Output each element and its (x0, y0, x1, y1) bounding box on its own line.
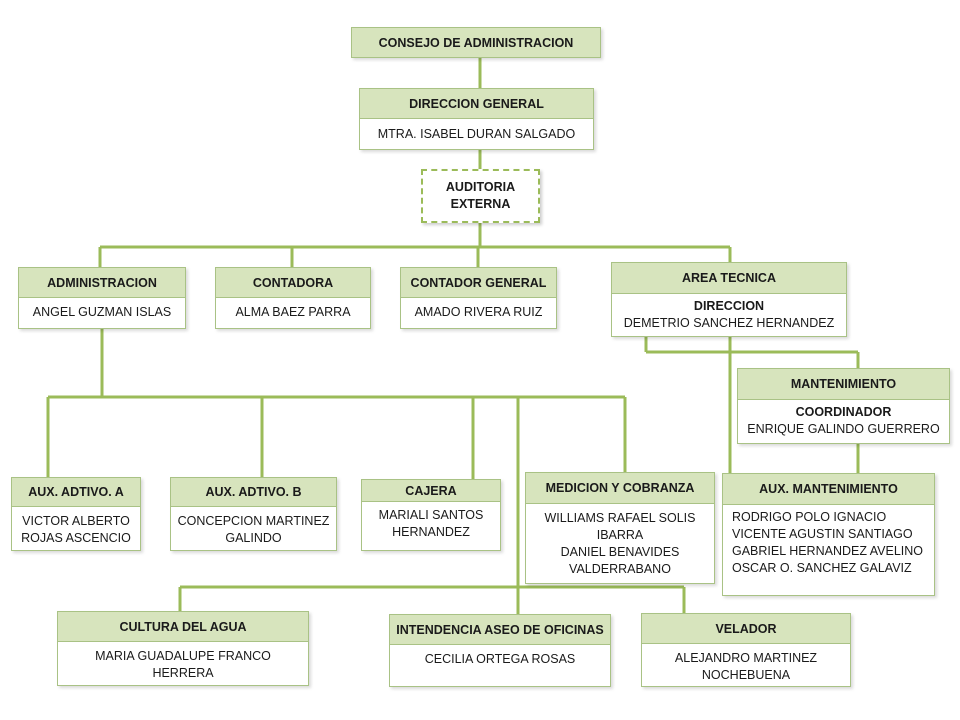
aux-adtivo-a-title: AUX. ADTIVO. A (12, 478, 140, 507)
aux-adtivo-a-line1: VICTOR ALBERTO (22, 514, 130, 528)
administracion-name: ANGEL GUZMAN ISLAS (32, 305, 172, 319)
administracion-title: ADMINISTRACION (19, 268, 185, 298)
cultura-agua-title: CULTURA DEL AGUA (58, 612, 308, 642)
area-tecnica-name: DEMETRIO SANCHEZ HERNANDEZ (623, 316, 835, 330)
medicion-line: IBARRA (596, 528, 644, 542)
auditoria-externa-box: AUDITORIA EXTERNA (421, 169, 540, 223)
consejo-title: CONSEJO DE ADMINISTRACION (378, 35, 574, 50)
auditoria-line2: EXTERNA (450, 197, 511, 211)
administracion-box: ADMINISTRACION ANGEL GUZMAN ISLAS (18, 267, 186, 329)
velador-title: VELADOR (642, 614, 850, 644)
area-tecnica-role: DIRECCION (693, 299, 765, 313)
aux-adtivo-a-line2: ROJAS ASCENCIO (21, 531, 131, 545)
medicion-cobranza-box: MEDICION Y COBRANZA WILLIAMS RAFAEL SOLI… (525, 472, 715, 584)
contador-general-box: CONTADOR GENERAL AMADO RIVERA RUIZ (400, 267, 557, 329)
aux-mantenimiento-name: VICENTE AGUSTIN SANTIAGO (732, 527, 913, 541)
auditoria-line1: AUDITORIA (445, 180, 516, 194)
cajera-line1: MARIALI SANTOS (378, 508, 484, 522)
aux-mantenimiento-name: OSCAR O. SANCHEZ GALAVIZ (732, 561, 912, 575)
aux-adtivo-b-box: AUX. ADTIVO. B CONCEPCION MARTINEZ GALIN… (170, 477, 337, 551)
contadora-title: CONTADORA (216, 268, 370, 298)
cultura-agua-line2: HERRERA (152, 666, 214, 680)
contadora-name: ALMA BAEZ PARRA (235, 305, 351, 319)
contador-general-title: CONTADOR GENERAL (401, 268, 556, 298)
direccion-general-box: DIRECCION GENERAL MTRA. ISABEL DURAN SAL… (359, 88, 594, 150)
cajera-box: CAJERA MARIALI SANTOS HERNANDEZ (361, 479, 501, 551)
medicion-line: WILLIAMS RAFAEL SOLIS (544, 511, 696, 525)
aux-adtivo-b-line2: GALINDO (225, 531, 282, 545)
intendencia-box: INTENDENCIA ASEO DE OFICINAS CECILIA ORT… (389, 614, 611, 687)
aux-adtivo-b-title: AUX. ADTIVO. B (171, 478, 336, 507)
cultura-agua-line1: MARIA GUADALUPE FRANCO (95, 649, 271, 663)
aux-adtivo-a-box: AUX. ADTIVO. A VICTOR ALBERTO ROJAS ASCE… (11, 477, 141, 551)
velador-box: VELADOR ALEJANDRO MARTINEZ NOCHEBUENA (641, 613, 851, 687)
cajera-line2: HERNANDEZ (392, 525, 470, 539)
consejo-administracion-box: CONSEJO DE ADMINISTRACION (351, 27, 601, 58)
mantenimiento-box: MANTENIMIENTO COORDINADOR ENRIQUE GALIND… (737, 368, 950, 444)
medicion-line: VALDERRABANO (569, 562, 671, 576)
mantenimiento-role: COORDINADOR (795, 405, 892, 419)
velador-line1: ALEJANDRO MARTINEZ (674, 651, 818, 665)
mantenimiento-title: MANTENIMIENTO (738, 369, 949, 400)
aux-mantenimiento-name: RODRIGO POLO IGNACIO (732, 510, 887, 524)
direccion-general-title: DIRECCION GENERAL (360, 89, 593, 119)
aux-adtivo-b-line1: CONCEPCION MARTINEZ (177, 514, 330, 528)
mantenimiento-name: ENRIQUE GALINDO GUERRERO (747, 422, 940, 436)
area-tecnica-box: AREA TECNICA DIRECCION DEMETRIO SANCHEZ … (611, 262, 847, 337)
intendencia-name: CECILIA ORTEGA ROSAS (424, 652, 576, 666)
aux-mantenimiento-name: GABRIEL HERNANDEZ AVELINO (732, 544, 924, 558)
cajera-title: CAJERA (362, 480, 500, 502)
aux-mantenimiento-box: AUX. MANTENIMIENTO RODRIGO POLO IGNACIO … (722, 473, 935, 596)
contador-general-name: AMADO RIVERA RUIZ (414, 305, 543, 319)
direccion-general-name: MTRA. ISABEL DURAN SALGADO (377, 127, 576, 141)
area-tecnica-title: AREA TECNICA (612, 263, 846, 294)
contadora-box: CONTADORA ALMA BAEZ PARRA (215, 267, 371, 329)
medicion-line: DANIEL BENAVIDES (560, 545, 680, 559)
aux-mantenimiento-title: AUX. MANTENIMIENTO (723, 474, 934, 505)
cultura-agua-box: CULTURA DEL AGUA MARIA GUADALUPE FRANCO … (57, 611, 309, 686)
velador-line2: NOCHEBUENA (701, 668, 791, 682)
intendencia-title: INTENDENCIA ASEO DE OFICINAS (390, 615, 610, 645)
medicion-cobranza-title: MEDICION Y COBRANZA (526, 473, 714, 504)
